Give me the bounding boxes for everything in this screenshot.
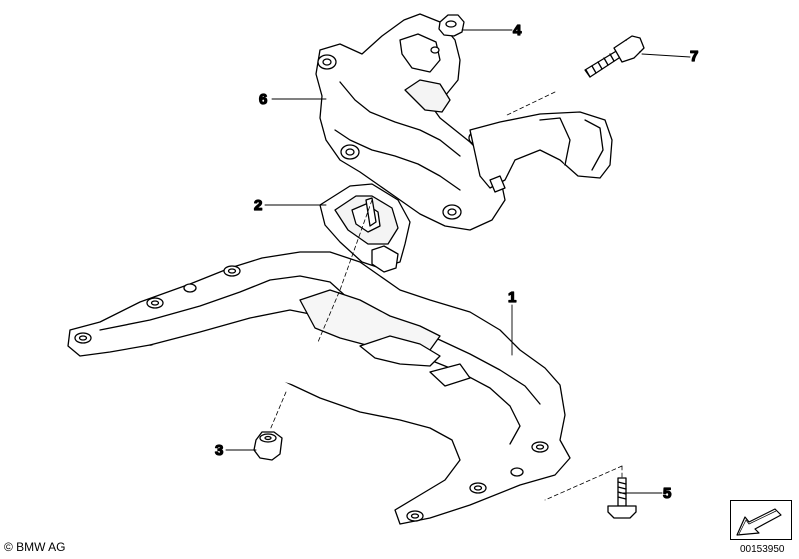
part-7-bolt [584,35,645,78]
front-direction-arrow-icon [736,508,782,536]
leader-lines [225,29,691,494]
part-1-crossmember [67,251,571,525]
callout-1: 1 [508,289,516,306]
part-4-nut [438,14,465,37]
callout-2: 2 [254,197,262,214]
assembly-lines [269,91,623,501]
callout-6: 6 [259,91,267,108]
copyright-label: © BMW AG [4,540,66,554]
part-5-bolt [607,477,637,519]
part-6-bracket [315,13,613,231]
callout-3: 3 [215,442,223,459]
callout-5: 5 [663,485,671,502]
callout-7: 7 [690,48,698,65]
part-3-nut [253,431,283,461]
direction-arrow-box [730,500,792,540]
callout-4: 4 [513,22,522,39]
part-2-rubber-mount [319,183,411,273]
document-number: 00153950 [740,544,785,555]
